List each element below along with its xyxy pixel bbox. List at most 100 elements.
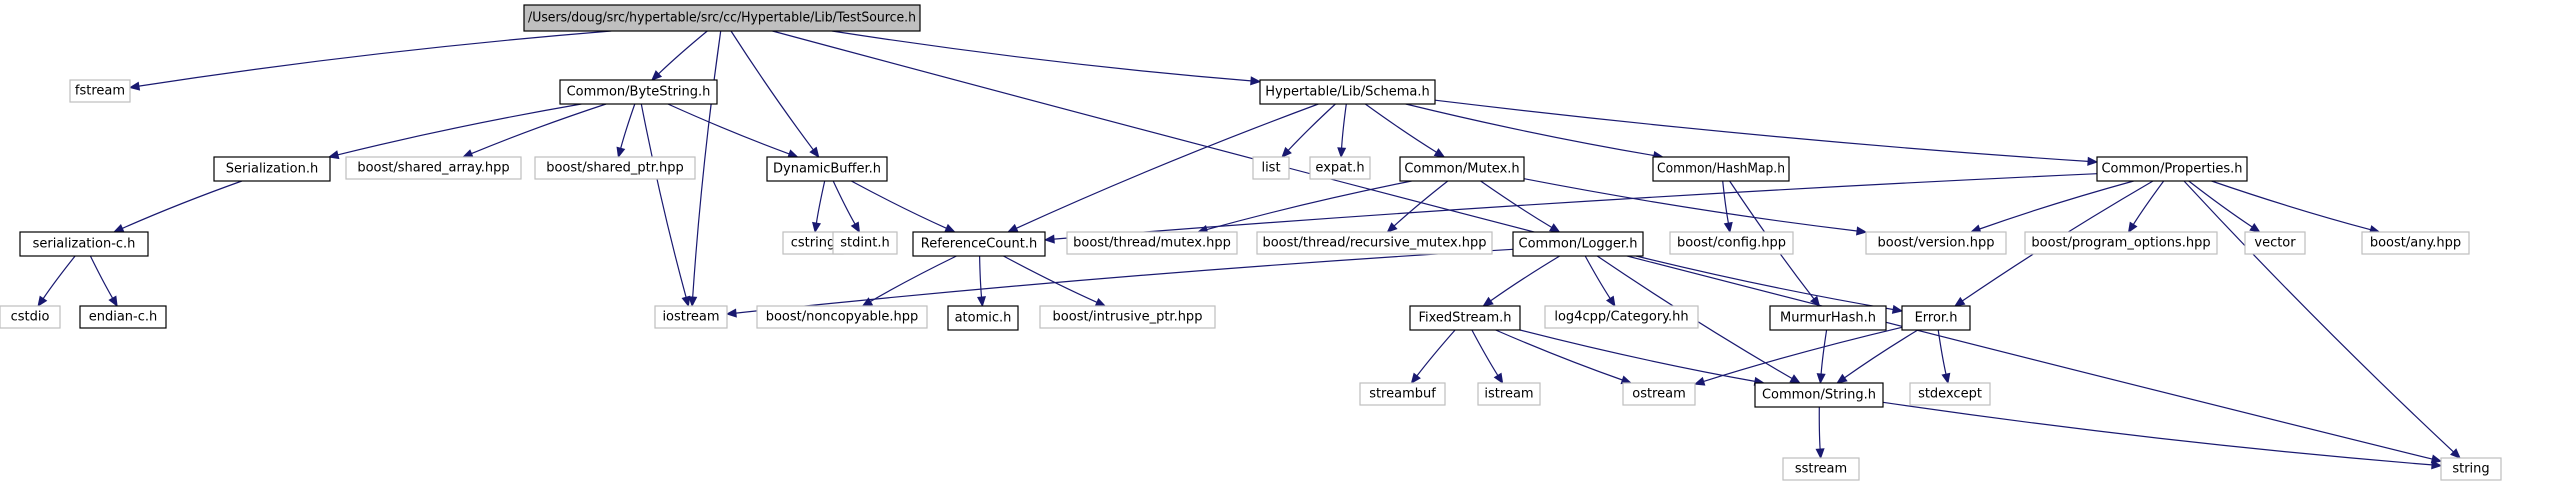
node-thread_mutex: boost/thread/mutex.hpp	[1066, 231, 1238, 255]
arrowhead-icon	[128, 81, 141, 91]
arrowhead-icon	[327, 150, 340, 160]
node-box	[2361, 231, 2470, 255]
node-murmurhash[interactable]: MurmurHash.h	[1769, 305, 1887, 331]
edge-line	[730, 30, 814, 151]
arrowhead-icon	[1789, 374, 1801, 384]
node-box	[912, 231, 1046, 257]
node-label: atomic.h	[955, 311, 1012, 326]
edge-line	[1287, 103, 1336, 151]
node-atomic[interactable]: atomic.h	[947, 305, 1019, 331]
node-logger[interactable]: Common/Logger.h	[1512, 231, 1644, 257]
edge-fixedstream-to-common_string	[1519, 329, 1766, 386]
arrowhead-icon	[1816, 373, 1826, 385]
arrowhead-icon	[1482, 296, 1494, 307]
edge-bytestring-to-shared_ptr	[616, 103, 636, 159]
edge-line	[1495, 329, 1623, 381]
node-box	[1259, 79, 1436, 105]
edge-line	[1405, 103, 1655, 157]
node-boost_config: boost/config.hpp	[1669, 231, 1794, 255]
node-label: streambuf	[1369, 387, 1436, 402]
node-label: MurmurHash.h	[1780, 311, 1876, 326]
arrowhead-icon	[1250, 76, 1262, 86]
node-serialization_c[interactable]: serialization-c.h	[19, 231, 149, 257]
node-refcount[interactable]: ReferenceCount.h	[912, 231, 1046, 257]
edge-logger-to-iostream	[725, 248, 1514, 318]
edge-error-to-ostream	[1693, 326, 1903, 386]
edge-bytestring-to-dynamicbuffer	[667, 103, 799, 159]
edge-properties-to-program_options	[2127, 180, 2165, 234]
arrowhead-icon	[108, 295, 118, 308]
edge-hashmap-to-boost_config	[1722, 180, 1733, 234]
node-endian_c[interactable]: endian-c.h	[79, 305, 167, 329]
node-common_string[interactable]: Common/String.h	[1754, 382, 1884, 408]
edge-schema-to-mutex	[1364, 103, 1446, 158]
edge-line	[138, 30, 612, 87]
arrowhead-icon	[2087, 156, 2099, 166]
node-error[interactable]: Error.h	[1901, 305, 1971, 331]
node-fixedstream[interactable]: FixedStream.h	[1409, 305, 1521, 331]
node-recursive_mutex: boost/thread/recursive_mutex.hpp	[1256, 231, 1493, 255]
edge-line	[1490, 255, 1561, 302]
arrowhead-icon	[1337, 147, 1347, 159]
node-label: boost/thread/mutex.hpp	[1073, 236, 1231, 251]
node-label: list	[1261, 161, 1280, 176]
node-label: cstring	[791, 236, 835, 251]
edge-dynamicbuffer-to-refcount	[851, 180, 956, 233]
edge-line	[832, 180, 856, 225]
node-box	[523, 4, 921, 32]
node-box	[1309, 156, 1371, 180]
node-box	[1669, 231, 1794, 255]
edge-line	[2188, 180, 2253, 228]
arrowhead-icon	[861, 297, 874, 307]
node-label: boost/thread/recursive_mutex.hpp	[1262, 236, 1486, 251]
node-root[interactable]: /Users/doug/src/hypertable/src/cc/Hypert…	[523, 4, 921, 32]
edge-common_string-to-sstream	[1815, 406, 1825, 460]
node-stdint: stdint.h	[832, 231, 898, 255]
node-label: boost/noncopyable.hpp	[766, 310, 919, 325]
arrowhead-icon	[1493, 372, 1504, 385]
arrowhead-icon	[2450, 448, 2461, 459]
node-box	[1039, 305, 1216, 329]
edge-mutex-to-boost_version	[1523, 178, 1868, 236]
arrowhead-icon	[2249, 222, 2261, 233]
node-box	[1359, 382, 1446, 406]
edge-line	[1820, 329, 1828, 375]
node-box	[69, 79, 131, 103]
node-dynamicbuffer[interactable]: DynamicBuffer.h	[766, 156, 888, 182]
node-sstream: sstream	[1782, 457, 1860, 481]
edge-logger-to-error	[1635, 255, 1904, 314]
node-bytestring[interactable]: Common/ByteString.h	[559, 79, 718, 105]
node-boost_version: boost/version.hpp	[1865, 231, 2007, 255]
node-properties[interactable]: Common/Properties.h	[2096, 156, 2248, 182]
node-label: log4cpp/Category.hh	[1554, 310, 1688, 325]
arrowhead-icon	[1605, 295, 1616, 308]
edge-properties-to-string	[2183, 180, 2461, 459]
node-label: Common/String.h	[1762, 388, 1876, 403]
edge-properties-to-vector	[2188, 180, 2261, 233]
node-serialization[interactable]: Serialization.h	[213, 156, 331, 182]
node-box	[2024, 231, 2218, 255]
arrowhead-icon	[1891, 304, 1904, 314]
arrowhead-icon	[2431, 460, 2443, 470]
node-box	[1652, 156, 1790, 182]
edge-schema-to-properties	[1434, 99, 2099, 166]
node-mutex[interactable]: Common/Mutex.h	[1399, 156, 1525, 182]
node-box	[947, 305, 1019, 331]
node-schema[interactable]: Hypertable/Lib/Schema.h	[1259, 79, 1436, 105]
edge-line	[1519, 329, 1756, 382]
node-hashmap[interactable]: Common/HashMap.h	[1652, 156, 1790, 182]
edge-dynamicbuffer-to-stdint	[832, 180, 861, 234]
node-box	[1399, 156, 1525, 182]
node-box	[654, 305, 728, 329]
edge-error-to-common_string	[1836, 329, 1919, 384]
edge-root-to-schema	[831, 30, 1262, 86]
node-ostream: ostream	[1622, 382, 1696, 406]
edge-line	[692, 30, 722, 298]
node-noncopyable: boost/noncopyable.hpp	[756, 305, 928, 329]
node-box	[2440, 457, 2502, 481]
node-streambuf: streambuf	[1359, 382, 1446, 406]
edge-serialization-to-serialization_c	[112, 180, 243, 233]
node-label: string	[2452, 462, 2489, 477]
edge-line	[1722, 180, 1729, 224]
edge-properties-to-boost_any	[2211, 180, 2381, 235]
